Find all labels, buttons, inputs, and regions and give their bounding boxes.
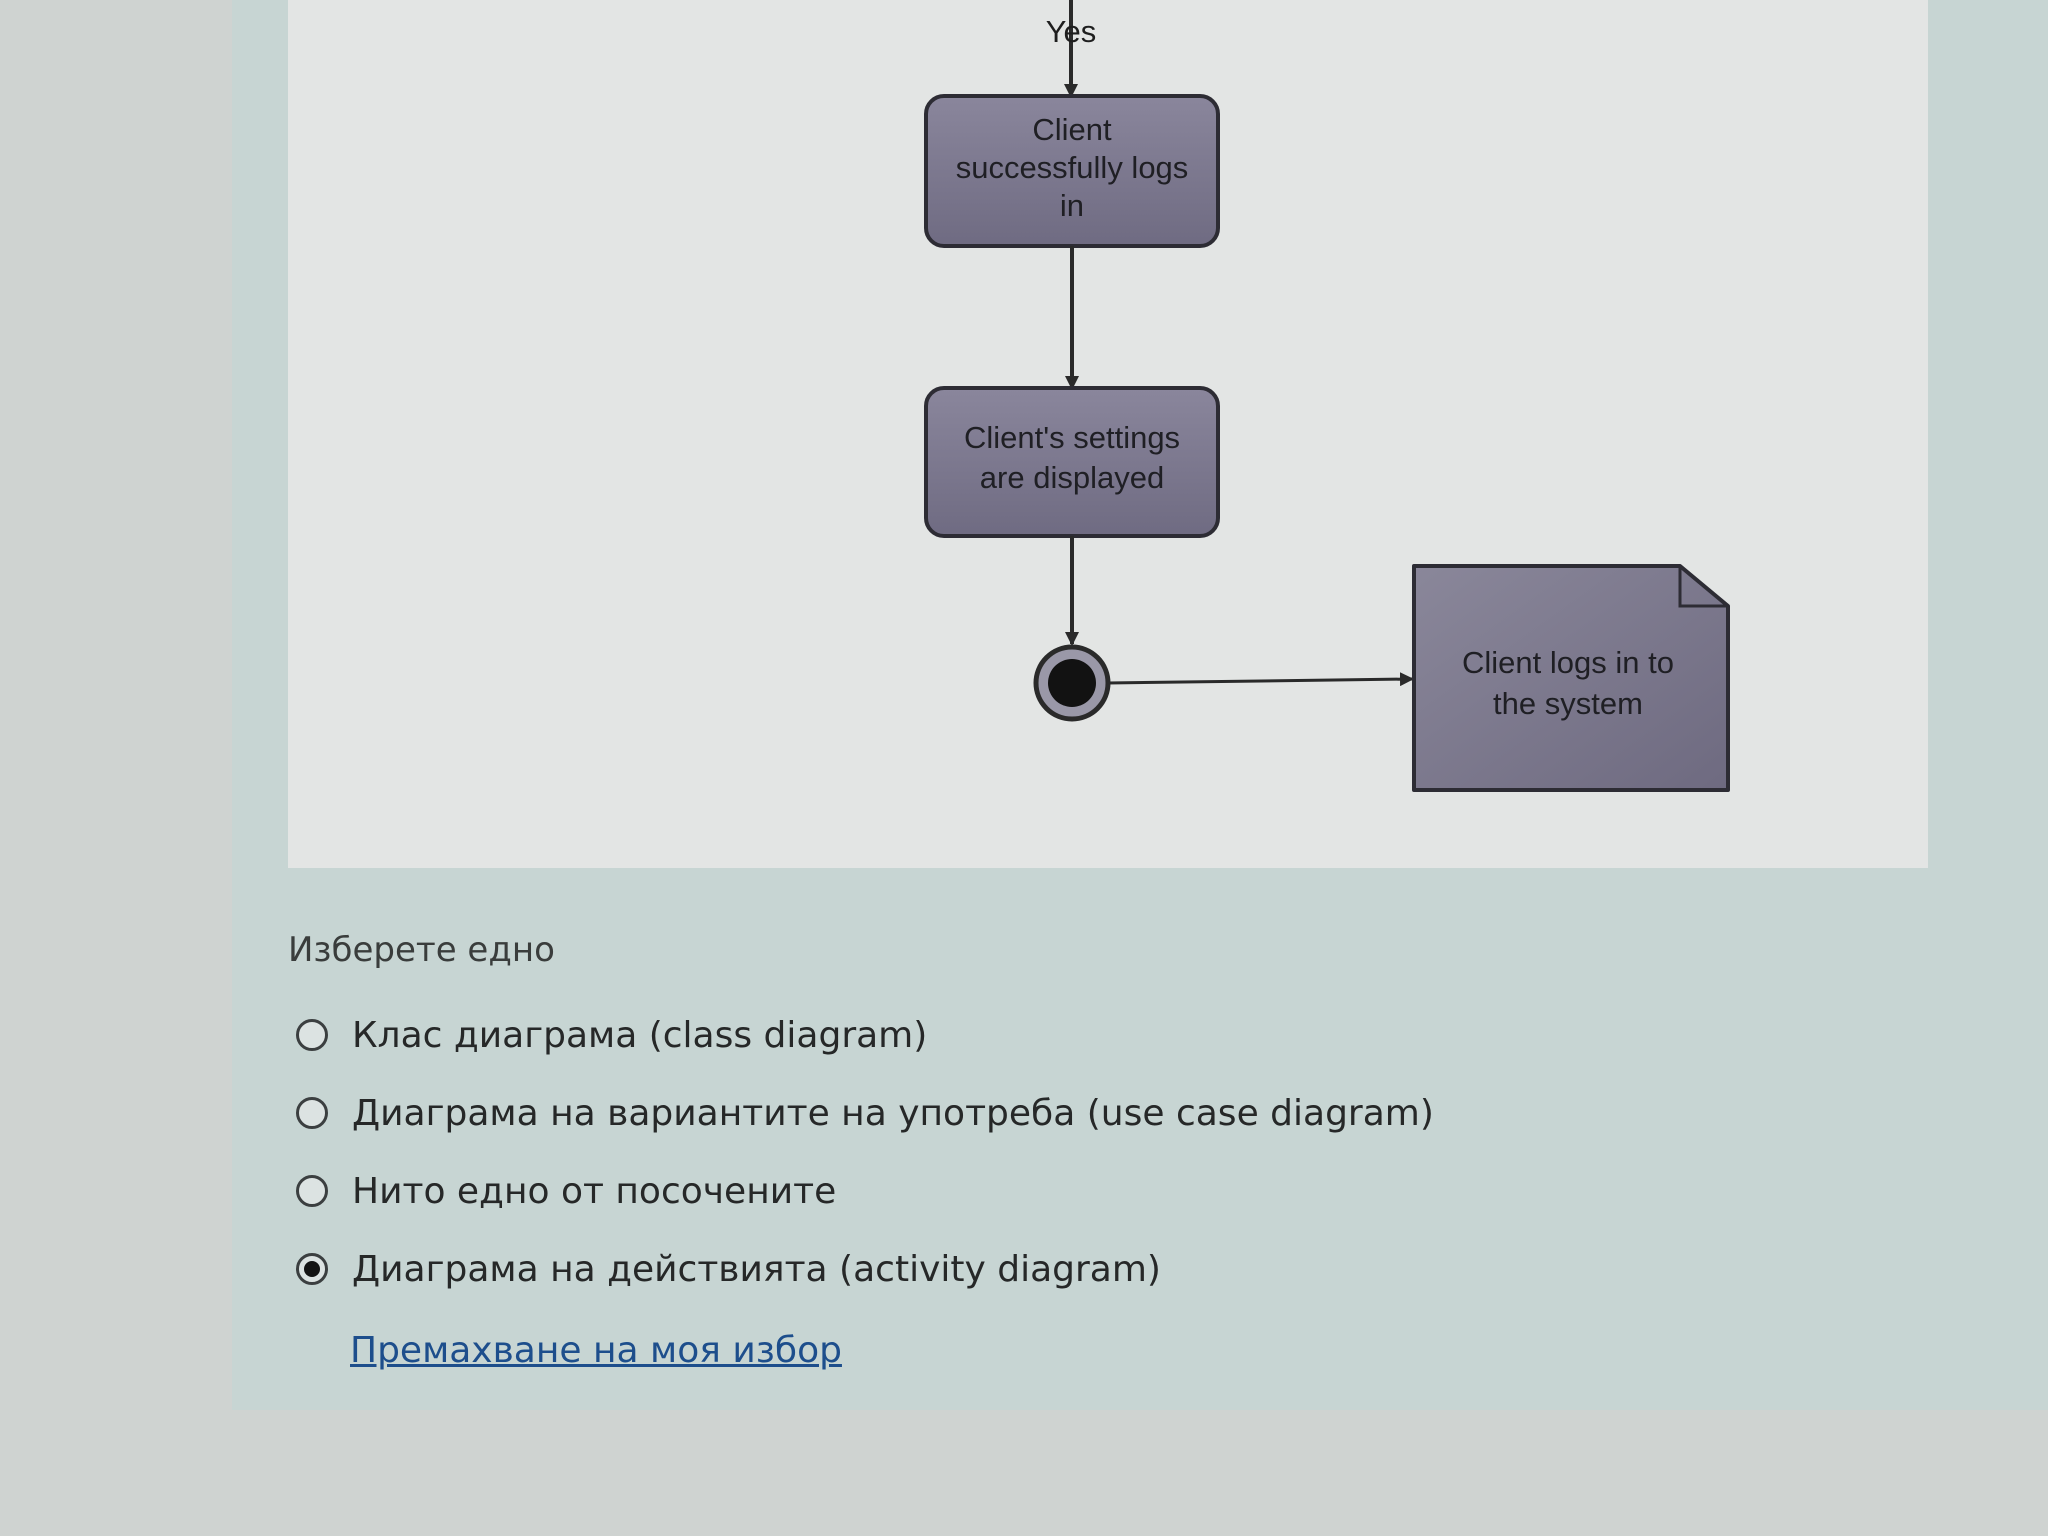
note-node	[1412, 564, 1730, 792]
radio-button[interactable]	[296, 1175, 328, 1207]
node-text-login-success-1: Client	[1032, 112, 1112, 147]
final-node-core	[1048, 659, 1096, 707]
option-activity-diagram[interactable]: Диаграма на действията (activity diagram…	[288, 1230, 1788, 1308]
guard-label-yes: Yes	[1046, 14, 1097, 49]
edge-final-to-note	[1107, 672, 1414, 687]
note-fold	[1678, 566, 1728, 608]
node-text-login-success-3: in	[1060, 188, 1084, 223]
option-label: Диаграма на действията (activity diagram…	[352, 1248, 1161, 1290]
radio-button[interactable]	[296, 1019, 328, 1051]
question-prompt: Изберете едно	[288, 930, 555, 970]
activity-diagram-figure: Yes Client successfully logs in Client's…	[288, 0, 1928, 868]
option-none-of-the-above[interactable]: Нито едно от посочените	[288, 1152, 1788, 1230]
node-text-settings-2: are displayed	[980, 460, 1164, 495]
answer-section: Изберете едно Клас диаграма (class diagr…	[288, 930, 1788, 1371]
option-label: Клас диаграма (class diagram)	[352, 1014, 928, 1056]
note-text-2: the system	[1493, 686, 1643, 721]
option-label: Диаграма на вариантите на употреба (use …	[352, 1092, 1434, 1134]
activity-diagram: Yes Client successfully logs in Client's…	[924, 0, 1730, 792]
option-class-diagram[interactable]: Клас диаграма (class diagram)	[288, 996, 1788, 1074]
radio-button-selected[interactable]	[296, 1253, 328, 1285]
option-use-case-diagram[interactable]: Диаграма на вариантите на употреба (use …	[288, 1074, 1788, 1152]
note-text-1: Client logs in to	[1462, 645, 1674, 680]
node-text-settings-1: Client's settings	[964, 420, 1180, 455]
node-text-login-success-2: successfully logs	[956, 150, 1189, 185]
clear-my-choice-link[interactable]: Премахване на моя избор	[350, 1330, 842, 1371]
radio-button[interactable]	[296, 1097, 328, 1129]
option-label: Нито едно от посочените	[352, 1170, 837, 1212]
